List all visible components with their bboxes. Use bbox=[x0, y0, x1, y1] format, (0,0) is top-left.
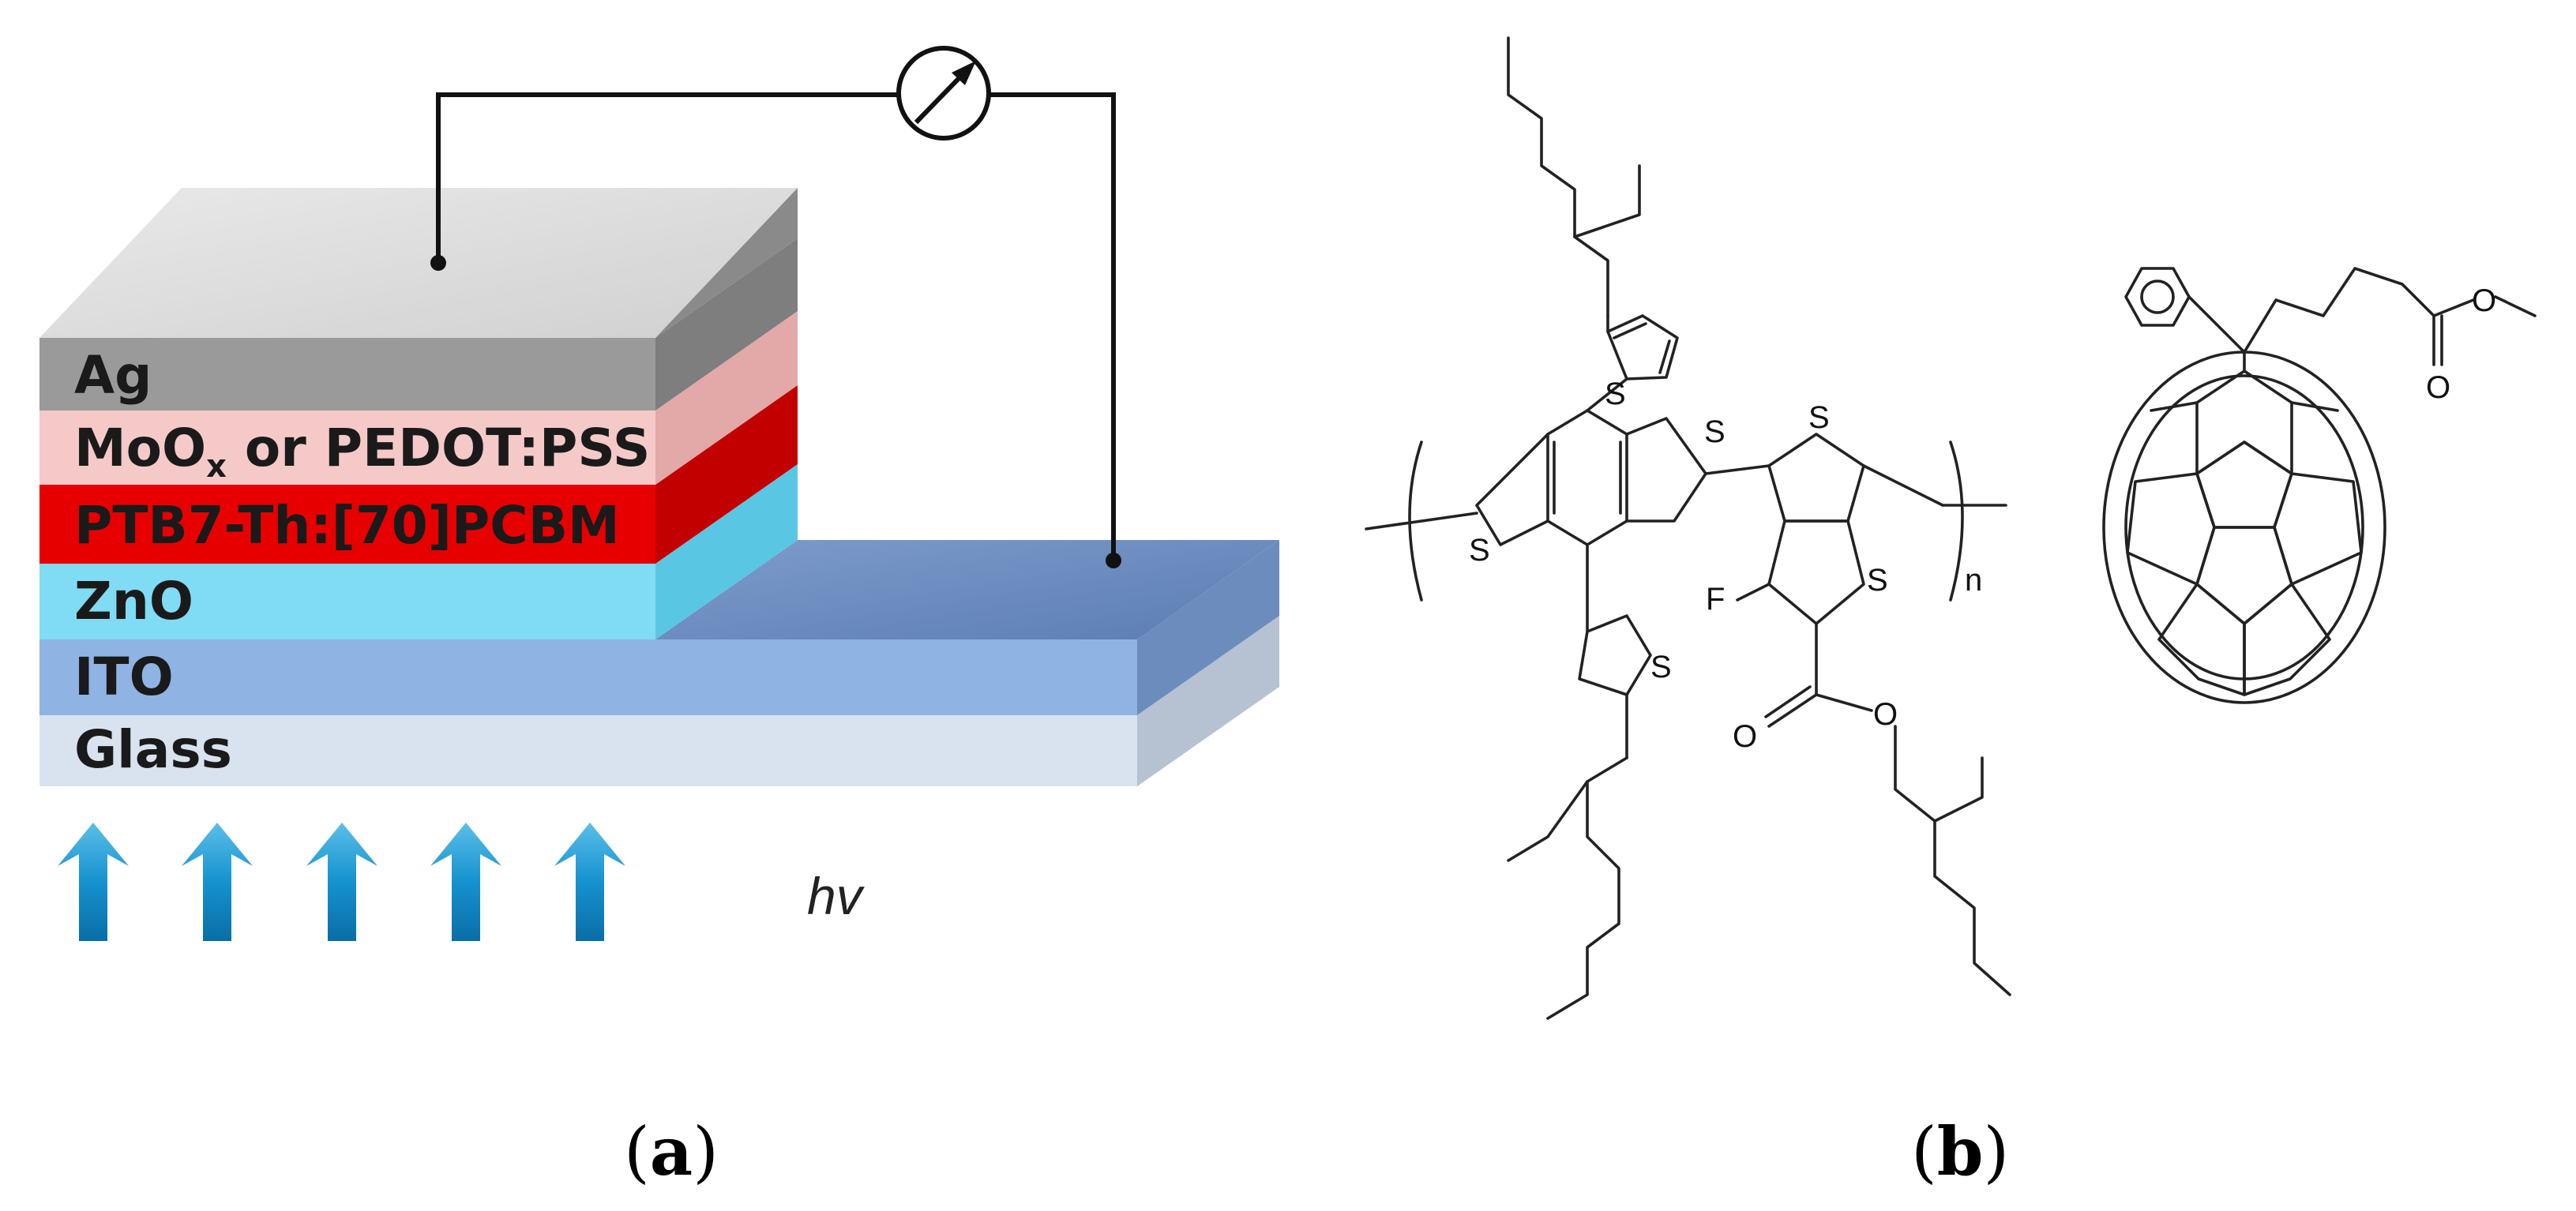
atom-f: F bbox=[1706, 582, 1725, 617]
atom-s: S bbox=[1808, 400, 1830, 435]
atom-s: S bbox=[1867, 563, 1888, 598]
ag-top bbox=[39, 188, 798, 338]
atom-o: O bbox=[1873, 697, 1898, 732]
zno-side bbox=[655, 464, 798, 639]
ito-top bbox=[655, 540, 1279, 639]
light-symbol: hv bbox=[807, 867, 866, 925]
pcbm-structure bbox=[2102, 267, 2537, 704]
light-arrow-icon bbox=[430, 823, 501, 941]
light-arrow-icon bbox=[306, 823, 377, 941]
atom-s: S bbox=[1605, 377, 1626, 411]
active-layer bbox=[39, 485, 655, 564]
device-stack bbox=[39, 188, 1279, 786]
label-ito: ITO bbox=[74, 647, 174, 707]
label-glass: Glass bbox=[74, 719, 232, 780]
atom-o: O bbox=[2426, 370, 2450, 405]
light-arrow-icon bbox=[554, 823, 625, 941]
ito-layer bbox=[39, 639, 1137, 715]
external-circuit bbox=[430, 46, 1121, 568]
light-arrow-icon bbox=[58, 823, 129, 941]
repeat-n: n bbox=[1965, 563, 1982, 598]
glass-layer bbox=[39, 715, 1137, 786]
ptb7th-structure bbox=[1365, 36, 2011, 1020]
ag-side bbox=[655, 238, 798, 411]
light-arrows bbox=[58, 823, 625, 941]
atom-s: S bbox=[1469, 533, 1490, 568]
moox-side bbox=[655, 311, 798, 485]
atom-s: S bbox=[1704, 414, 1725, 449]
atom-o: O bbox=[2472, 283, 2496, 318]
panel-label-b: (b) bbox=[1911, 1112, 2009, 1190]
light-arrow-icon bbox=[182, 823, 253, 941]
active-side bbox=[655, 385, 798, 564]
glass-side bbox=[1137, 616, 1279, 786]
ito-side bbox=[1137, 540, 1279, 715]
atom-s: S bbox=[1650, 650, 1672, 684]
atom-o: O bbox=[1733, 719, 1757, 754]
moox-layer bbox=[39, 411, 655, 485]
ag-top-shade bbox=[655, 188, 798, 338]
zno-layer bbox=[39, 564, 655, 639]
label-active: PTB7-Th:[70]PCBM bbox=[74, 495, 620, 556]
label-zno: ZnO bbox=[74, 571, 193, 632]
panel-label-a: (a) bbox=[624, 1112, 719, 1190]
label-ag: Ag bbox=[74, 345, 152, 406]
meter-icon bbox=[896, 46, 991, 141]
label-moox: MoOx or PEDOT:PSS bbox=[74, 418, 650, 485]
ag-layer bbox=[39, 338, 655, 411]
